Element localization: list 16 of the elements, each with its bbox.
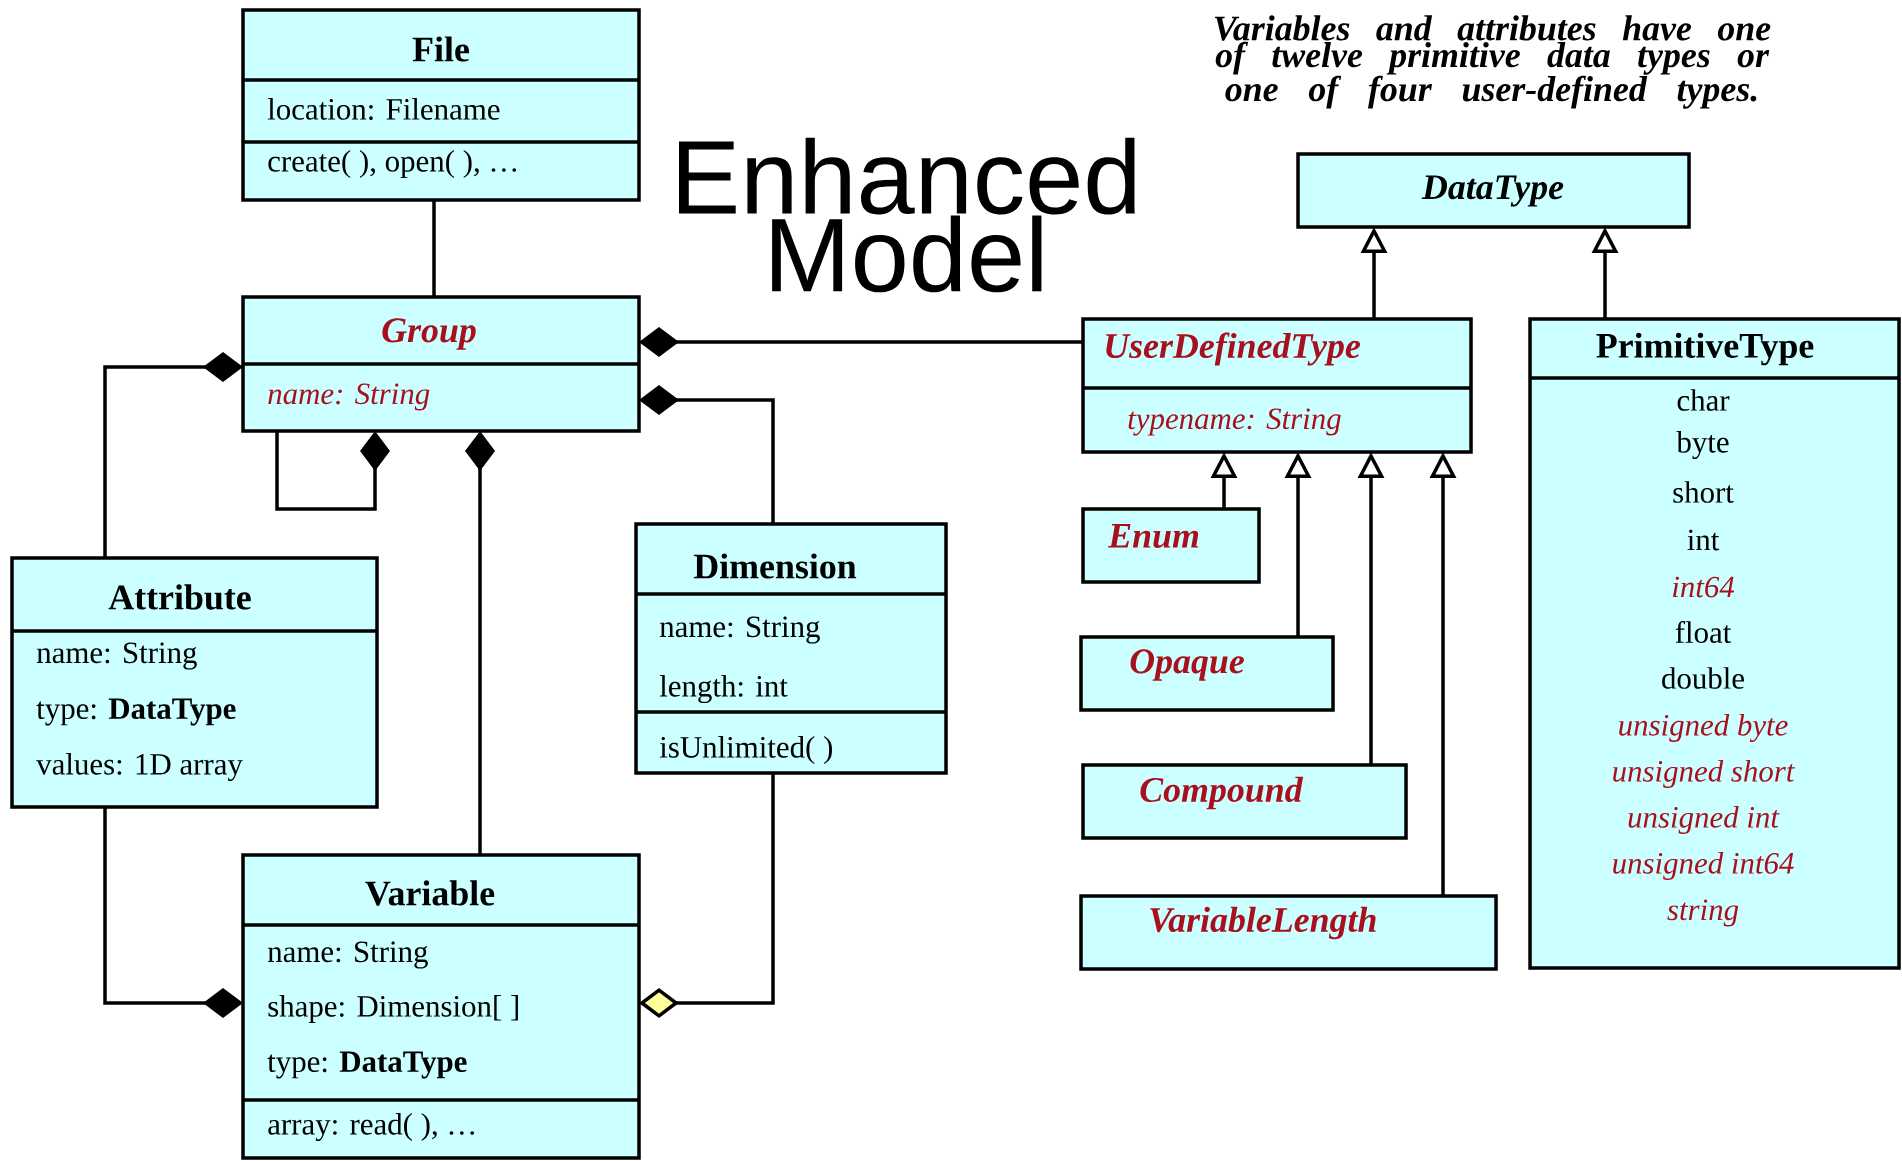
class-box: Compound — [1081, 763, 1408, 840]
class-box: File location: Filename create( ), open( ), … — [241, 8, 641, 202]
class-box: Opaque — [1079, 635, 1335, 712]
class-box: PrimitiveType char byte short int int64 float double unsigned byte unsigned short unsigned int unsigned int64 string — [1528, 317, 1901, 970]
connector-line — [432, 200, 436, 297]
diagram-title: Enhanced Model — [679, 137, 1135, 293]
class-box: VariableLength — [1079, 894, 1498, 971]
class-box: Attribute name: String type: DataType values: 1D array — [10, 556, 379, 809]
class-box: UserDefinedType typename: String — [1081, 317, 1473, 454]
class-box: Variable name: String shape: Dimension[ ] type: DataType array: read( ), … — [241, 853, 641, 1160]
class-box: DataType — [1296, 152, 1691, 229]
class-box: Group name: String — [241, 295, 641, 433]
class-box: Enum — [1081, 507, 1261, 584]
note-text: Variables and attributes have one of twelve primitive data types or one of four user-defined types. — [1215, 15, 1771, 109]
aggregation-line — [275, 431, 390, 511]
class-box: Dimension name: String length: int isUnlimited( ) — [634, 522, 948, 775]
